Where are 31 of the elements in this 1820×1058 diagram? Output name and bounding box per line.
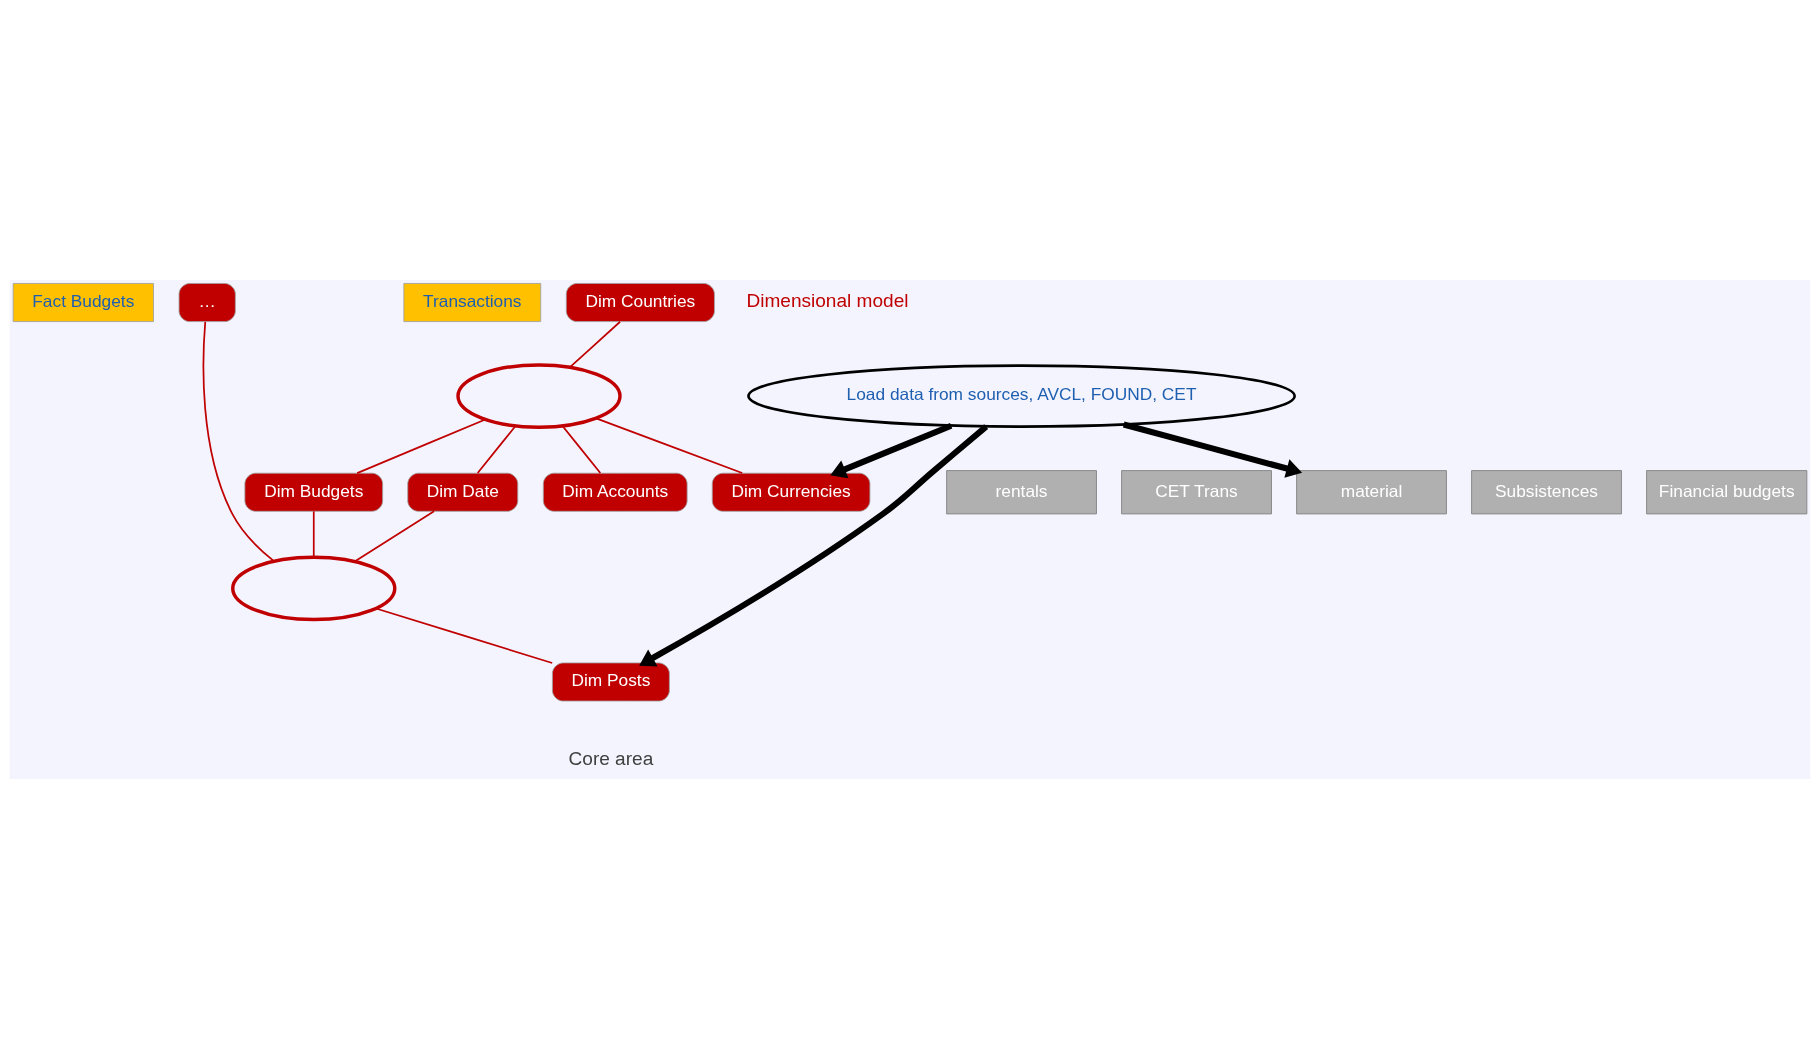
node-box: Fact Budgets — [12, 282, 154, 322]
node-box: Financial budgets — [1646, 469, 1808, 514]
node-box: Dim Date — [407, 472, 519, 512]
node-ellipse — [456, 362, 622, 429]
node-box: Dim Accounts — [542, 472, 688, 512]
node-box: Dim Budgets — [244, 472, 384, 512]
label: Core area — [568, 747, 654, 769]
node-box: material — [1296, 469, 1447, 514]
node-box: rentals — [946, 469, 1097, 514]
node-box: … — [178, 282, 236, 322]
node-box: Dim Countries — [565, 282, 715, 322]
node-box: CET Trans — [1121, 469, 1272, 514]
connector — [354, 509, 435, 562]
connector — [312, 509, 315, 558]
node-box: Dim Posts — [552, 661, 670, 701]
label: Dimensional model — [746, 289, 909, 311]
connector — [569, 320, 621, 368]
node-box: Dim Currencies — [711, 472, 871, 512]
node-box: Subsistences — [1471, 469, 1622, 514]
connector — [595, 417, 744, 474]
connector — [375, 607, 554, 664]
connector — [561, 424, 602, 474]
connector — [356, 418, 487, 474]
node-ellipse — [231, 555, 397, 621]
arrow — [639, 423, 989, 666]
node-box: Transactions — [403, 282, 542, 322]
connector — [202, 320, 275, 562]
arrow — [830, 422, 953, 478]
arrow — [1122, 421, 1303, 478]
node-ellipse: Load data from sources, AVCL, FOUND, CET — [747, 363, 1296, 428]
connector — [476, 424, 517, 474]
